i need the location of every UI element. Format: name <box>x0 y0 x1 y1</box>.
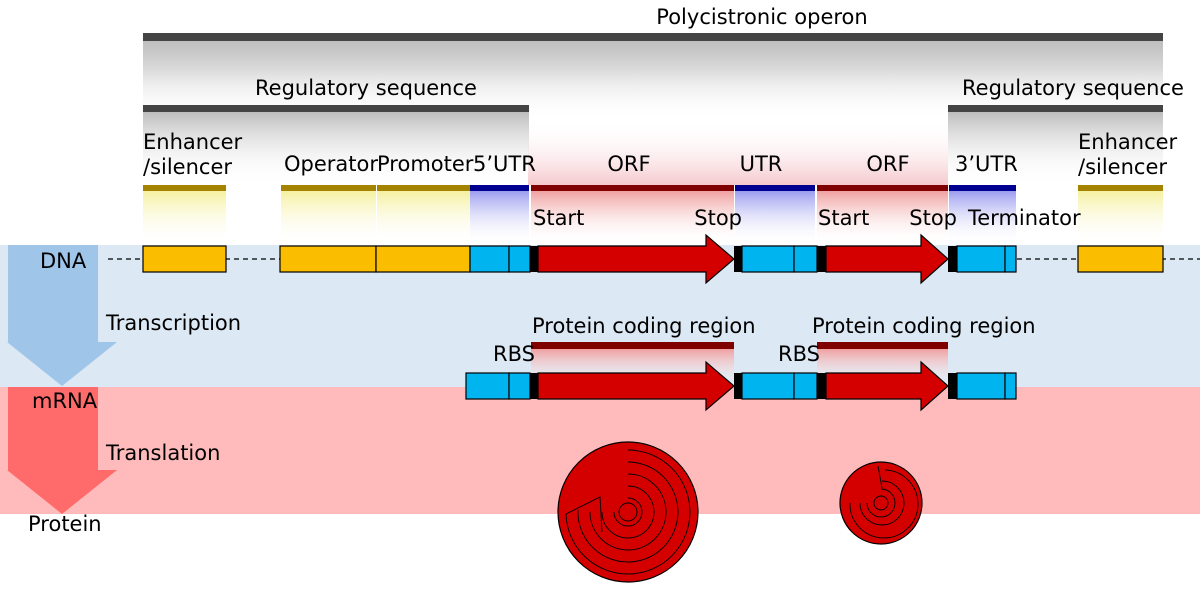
mrna-stop1 <box>734 373 742 399</box>
utr-mid-fade <box>735 191 815 245</box>
dna-terminator <box>1004 245 1017 273</box>
mrna-start1 <box>530 373 538 399</box>
transcription-label: Transcription <box>105 311 241 335</box>
orf2-fade <box>817 191 948 245</box>
utr5-bar <box>470 185 529 191</box>
transcription-arrow <box>7 245 117 386</box>
regulatory-right-bar <box>948 105 1163 112</box>
utr-mid-bar <box>735 185 815 191</box>
translation-arrow <box>7 387 117 514</box>
enhancer-left-bar <box>143 185 226 191</box>
dna-utr3 <box>956 245 1006 273</box>
mrna-label: mRNA <box>32 389 98 413</box>
utr5-label: 5’UTR <box>473 152 536 176</box>
regulatory-right-label: Regulatory sequence <box>962 76 1184 100</box>
dna-orf1-arrow <box>537 233 735 285</box>
dna-enhancer-right <box>1077 245 1164 273</box>
enhancer-left-fade <box>143 191 226 245</box>
operon-pink-fade <box>528 120 948 185</box>
dna-label: DNA <box>40 249 87 273</box>
promoter-fade <box>377 191 470 245</box>
utr3-label: 3’UTR <box>955 152 1018 176</box>
dna-stop1 <box>734 246 742 272</box>
regulatory-right-fade <box>948 112 1163 185</box>
mrna-rbs2 <box>793 372 818 400</box>
dna-start2 <box>817 246 826 272</box>
mrna-orf1-arrow <box>537 360 735 412</box>
enhancer-left-label-line1: Enhancer <box>143 130 243 154</box>
protein-label: Protein <box>28 512 102 536</box>
mrna-orf2-arrow <box>825 360 949 412</box>
dna-utr5 <box>469 245 510 273</box>
utr3-fade <box>949 191 1016 245</box>
coding1-bar <box>531 342 734 349</box>
operator-label: Operator <box>284 152 378 176</box>
coding2-bar <box>817 342 948 349</box>
orf1-label: ORF <box>607 152 650 176</box>
mrna-end <box>1004 372 1017 400</box>
utr5-fade <box>470 191 529 245</box>
mrna-utr5 <box>465 372 510 400</box>
terminator-label: Terminator <box>967 206 1081 230</box>
operator-bar <box>281 185 376 191</box>
protein-2 <box>839 461 923 545</box>
mrna-strand <box>465 360 1017 412</box>
dna-orf2-arrow <box>825 233 949 285</box>
operator-fade <box>281 191 376 245</box>
orf2-label: ORF <box>866 152 909 176</box>
enhancer-right-fade <box>1078 191 1163 245</box>
region-bars <box>143 185 1163 245</box>
rbs2-label: RBS <box>778 342 820 366</box>
translation-label: Translation <box>105 441 220 465</box>
mrna-start2 <box>817 373 826 399</box>
enhancer-right-label-line2: /silencer <box>1078 155 1167 179</box>
rbs1-label: RBS <box>493 342 535 366</box>
promoter-label: Promoter <box>377 152 474 176</box>
utr-mid-label: UTR <box>740 152 783 176</box>
dna-promoter <box>375 245 471 273</box>
regulatory-left-label: Regulatory sequence <box>255 76 477 100</box>
coding2-label: Protein coding region <box>812 314 1036 338</box>
start1-label: Start <box>533 206 584 230</box>
dna-stop2 <box>948 246 957 272</box>
orf1-bar <box>531 185 734 191</box>
orf1-fade <box>531 191 734 245</box>
dna-utr-mid <box>741 245 795 273</box>
regulatory-left-fade <box>143 112 529 185</box>
regulatory-left-bar <box>143 105 529 112</box>
orf2-bar <box>817 185 948 191</box>
dna-rbs1 <box>508 245 531 273</box>
enhancer-right-bar <box>1078 185 1163 191</box>
mrna-stop2 <box>948 373 957 399</box>
promoter-bar <box>377 185 470 191</box>
mrna-rbs1 <box>508 372 531 400</box>
protein-1 <box>557 441 699 583</box>
coding1-label: Protein coding region <box>532 314 756 338</box>
dna-rbs2 <box>793 245 818 273</box>
dna-strand <box>142 233 1164 285</box>
start2-label: Start <box>818 206 869 230</box>
stop1-label: Stop <box>694 206 742 230</box>
mrna-utr3 <box>956 372 1006 400</box>
enhancer-right-label-line1: Enhancer <box>1078 130 1178 154</box>
enhancer-left-label-line2: /silencer <box>143 155 232 179</box>
dna-operator <box>279 245 377 273</box>
operon-title: Polycistronic operon <box>656 5 867 29</box>
mrna-utr-mid <box>741 372 795 400</box>
dna-start1 <box>530 246 538 272</box>
stop2-label: Stop <box>909 206 957 230</box>
dna-enhancer-left <box>142 245 227 273</box>
utr3-bar <box>949 185 1016 191</box>
operon-bar <box>143 33 1163 41</box>
